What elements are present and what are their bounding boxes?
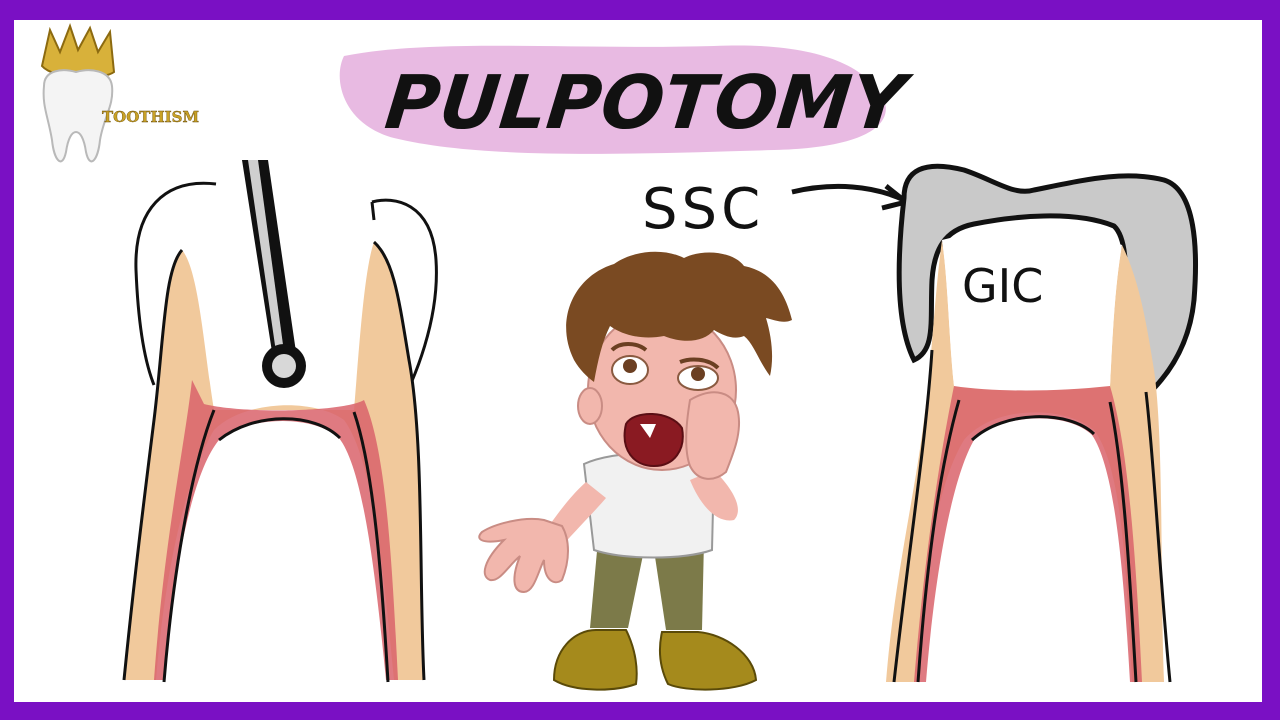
logo-text: TOOTHISM — [102, 108, 199, 126]
title-group: PULPOTOMY — [339, 45, 917, 154]
toothache-boy-icon — [478, 251, 792, 691]
open-hand — [478, 517, 569, 594]
gic-label: GIC — [962, 259, 1043, 313]
instrument-icon — [242, 160, 306, 388]
ssc-annotation: SSC — [642, 177, 909, 242]
ssc-label: SSC — [642, 177, 764, 242]
gic-filling — [942, 229, 1122, 391]
tooth-with-drill-icon — [122, 160, 438, 683]
title-highlight — [339, 45, 886, 154]
arrow — [791, 183, 906, 203]
thumbnail-frame: PULPOTOMY TOOTHISM S — [14, 20, 1262, 702]
boy-hair — [566, 251, 792, 382]
page-title: PULPOTOMY — [381, 60, 916, 146]
crowned-tooth-icon — [40, 23, 116, 163]
logo: TOOTHISM — [40, 23, 199, 163]
boy-mouth — [623, 412, 684, 468]
scene: PULPOTOMY TOOTHISM S — [40, 23, 1198, 691]
tooth-with-crown-icon: GIC — [886, 163, 1198, 683]
hand-on-cheek — [685, 391, 740, 480]
